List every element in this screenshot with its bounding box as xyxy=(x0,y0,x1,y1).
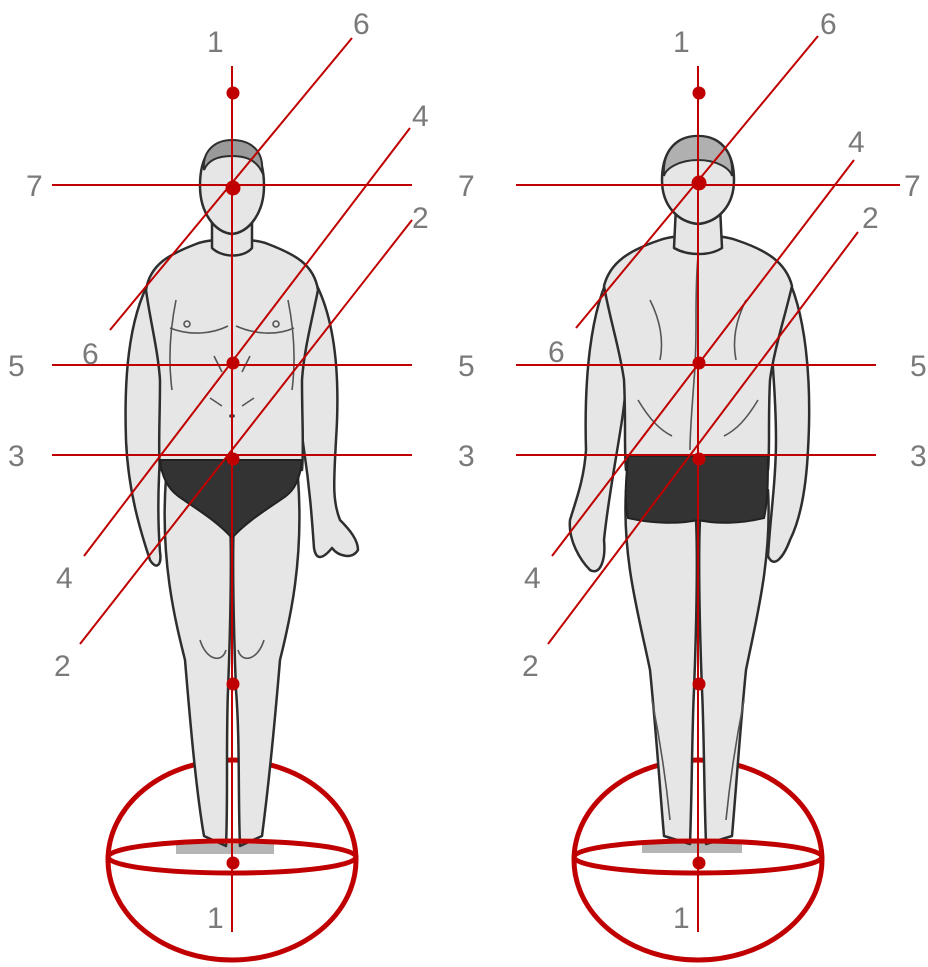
front-label-2-top: 2 xyxy=(412,202,429,235)
back-point-knee xyxy=(693,678,706,691)
back-label-axis1-bottom: 1 xyxy=(673,902,690,935)
back-point-base xyxy=(693,857,706,870)
front-label-5: 5 xyxy=(8,350,25,383)
front-label-axis1-top: 1 xyxy=(207,26,224,59)
front-label-6-bottom: 6 xyxy=(82,338,99,371)
back-label-7-left: 7 xyxy=(458,170,475,203)
front-label-4-top: 4 xyxy=(412,100,429,133)
back-platform xyxy=(642,843,742,853)
back-point-pelvis xyxy=(693,453,706,466)
back-label-5-left: 5 xyxy=(458,350,475,383)
back-label-axis1-top: 1 xyxy=(673,26,690,59)
back-label-4-top: 4 xyxy=(848,126,865,159)
front-label-6-top: 6 xyxy=(353,8,370,41)
back-point-top xyxy=(693,87,706,100)
front-label-axis1-bottom: 1 xyxy=(207,902,224,935)
front-axes xyxy=(52,38,412,932)
front-label-3: 3 xyxy=(8,440,25,473)
back-figure: 1 1 6 6 4 4 2 2 7 7 5 5 3 3 xyxy=(458,8,927,960)
back-point-chest xyxy=(693,357,706,370)
front-label-2-bottom: 2 xyxy=(54,650,71,683)
back-label-3-left: 3 xyxy=(458,440,475,473)
back-label-2-top: 2 xyxy=(862,202,879,235)
front-figure: 1 1 6 6 4 4 2 2 7 5 3 xyxy=(8,8,429,960)
front-label-4-bottom: 4 xyxy=(56,562,73,595)
back-label-5-right: 5 xyxy=(910,350,927,383)
back-label-6-top: 6 xyxy=(820,8,837,41)
back-label-4-bottom: 4 xyxy=(524,562,541,595)
back-point-head xyxy=(692,176,707,191)
front-label-7: 7 xyxy=(26,170,43,203)
front-point-top xyxy=(227,87,240,100)
back-label-7-right: 7 xyxy=(904,170,921,203)
back-label-3-right: 3 xyxy=(910,440,927,473)
front-point-pelvis xyxy=(227,453,240,466)
front-point-chest xyxy=(227,357,240,370)
front-point-head xyxy=(226,181,241,196)
back-label-2-bottom: 2 xyxy=(522,650,539,683)
front-point-knee xyxy=(227,678,240,691)
back-label-6-bottom: 6 xyxy=(548,336,565,369)
front-point-base xyxy=(227,857,240,870)
